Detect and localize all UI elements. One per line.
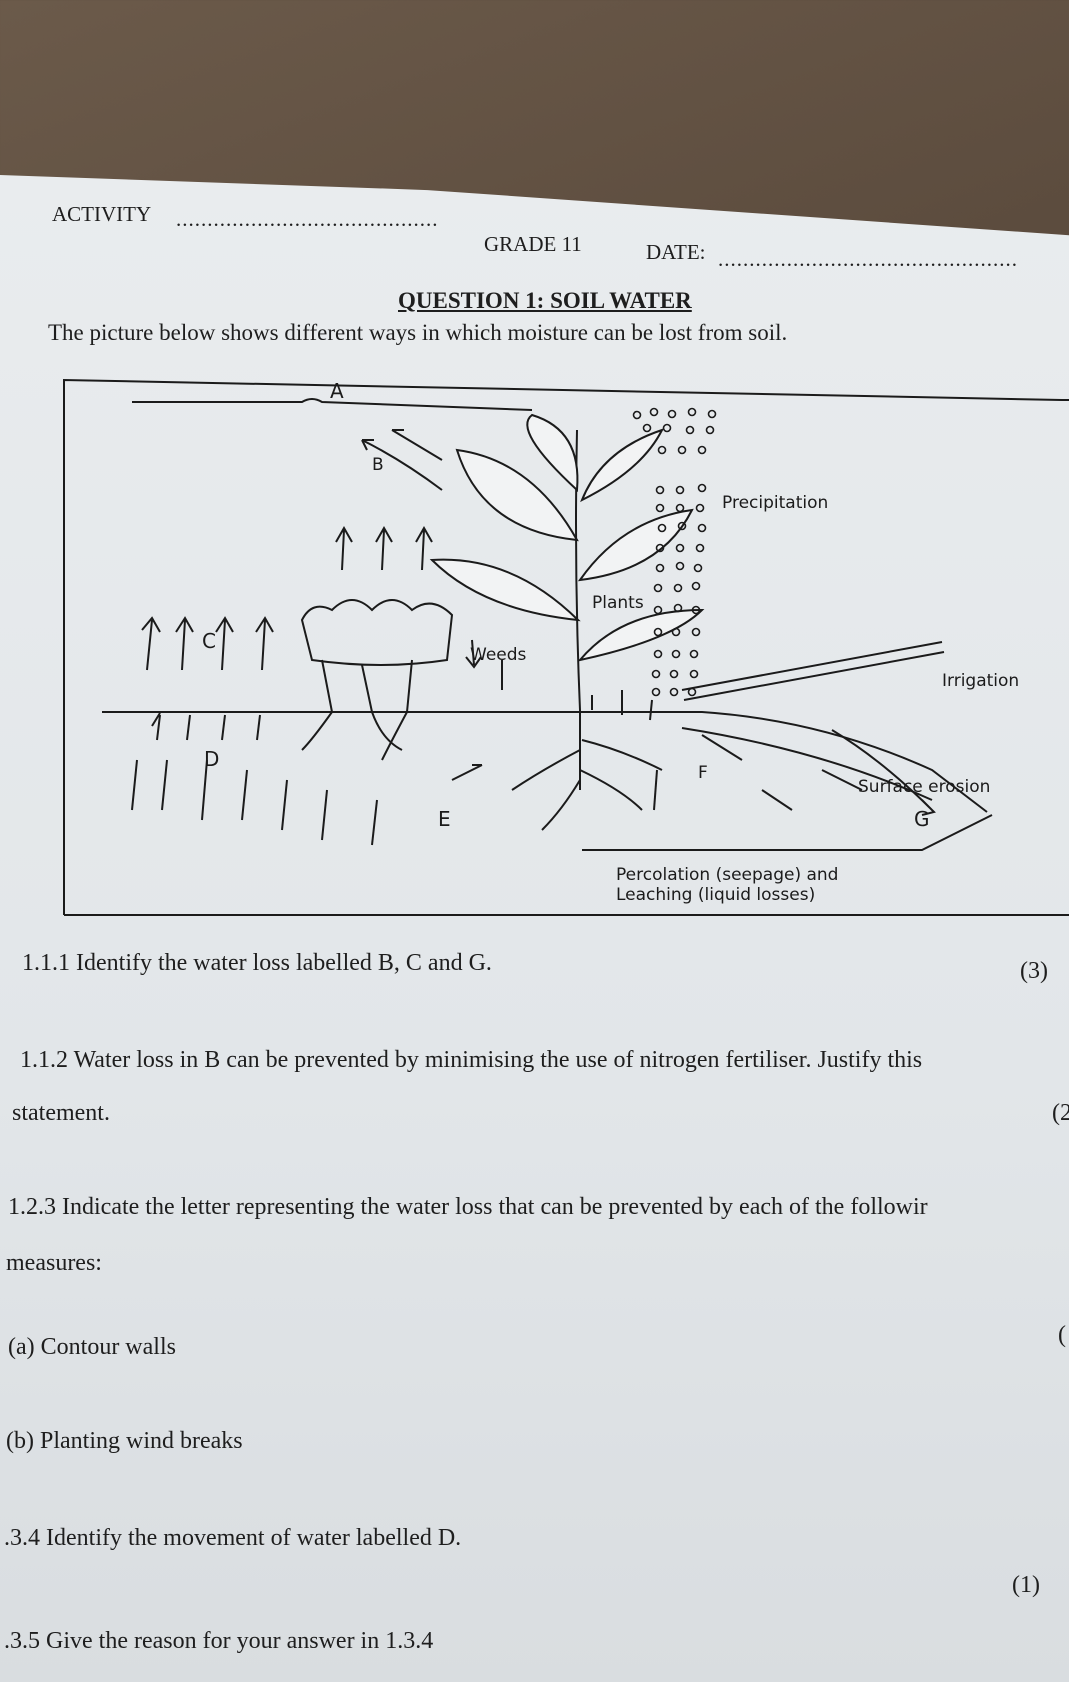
label-surface-erosion: Surface erosion — [858, 777, 990, 797]
leaf — [577, 608, 705, 662]
evaporation-arrows-c — [141, 525, 433, 671]
question-title: QUESTION 1: SOIL WATER — [398, 288, 692, 313]
question-1-2-3-cont: measures: — [6, 1250, 102, 1276]
leaf — [577, 508, 694, 582]
label-f: F — [698, 763, 708, 783]
question-1-1-1: 1.1.1 Identify the water loss labelled B… — [22, 950, 492, 976]
percolation-box — [582, 814, 993, 851]
question-1-3-5: .3.5 Give the reason for your answer in … — [4, 1628, 434, 1654]
date-label: DATE: — [646, 240, 706, 264]
label-d: D — [204, 747, 219, 771]
arrow-g — [831, 729, 936, 816]
option-b-wind-breaks: (b) Planting wind breaks — [6, 1428, 243, 1454]
arrow-e — [451, 764, 483, 781]
option-a-contour-walls: (a) Contour walls — [8, 1334, 176, 1360]
question-1-1-2: 1.1.2 Water loss in B can be prevented b… — [20, 1047, 923, 1073]
grade-label: GRADE 11 — [484, 232, 582, 256]
label-g: G — [914, 807, 930, 831]
weeds — [300, 599, 454, 666]
marks-1-3-4: (1) — [1012, 1572, 1040, 1598]
line-a — [132, 398, 533, 411]
arrow-b — [361, 439, 443, 491]
capillary-arrows-d — [131, 713, 378, 846]
precipitation-drops — [632, 407, 717, 697]
soil-water-diagram: A B C D E F G Precipitation Plants Weeds… — [63, 378, 1069, 916]
label-irrigation: Irrigation — [942, 671, 1019, 691]
marks-1-1-2: (2 — [1052, 1100, 1069, 1126]
label-e: E — [438, 807, 451, 831]
erosion-arrows — [701, 734, 863, 811]
infiltration-arrow — [465, 639, 482, 669]
label-precipitation: Precipitation — [722, 493, 828, 513]
marks-1-1-1: (3) — [1020, 958, 1048, 984]
activity-label: ACTIVITY — [52, 202, 152, 226]
question-1-3-4: .3.4 Identify the movement of water labe… — [4, 1525, 462, 1551]
irrigation-pipe — [681, 641, 945, 701]
activity-dots: ........................................… — [176, 207, 439, 231]
diagram-frame — [63, 378, 1069, 915]
label-c: C — [202, 629, 216, 653]
leaf — [526, 413, 579, 493]
marks-option-a: ( — [1058, 1322, 1066, 1348]
leaf — [455, 448, 579, 542]
date-dots: ........................................… — [718, 247, 1018, 271]
intro-text: The picture below shows different ways i… — [48, 320, 788, 345]
label-weeds: Weeds — [470, 645, 527, 665]
weed-roots — [301, 711, 408, 761]
leaf — [580, 428, 664, 503]
ground-line — [102, 711, 988, 813]
question-1-2-3: 1.2.3 Indicate the letter representing t… — [8, 1194, 928, 1220]
label-b: B — [372, 455, 384, 475]
question-1-1-2-cont: statement. — [12, 1100, 110, 1126]
plant-roots — [511, 739, 663, 831]
leaf — [429, 558, 581, 622]
label-percolation-1: Percolation (seepage) and — [616, 865, 838, 885]
label-a: A — [330, 379, 344, 403]
label-plants: Plants — [592, 593, 644, 613]
label-percolation-2: Leaching (liquid losses) — [616, 885, 815, 905]
percolation-arrow — [653, 769, 658, 811]
